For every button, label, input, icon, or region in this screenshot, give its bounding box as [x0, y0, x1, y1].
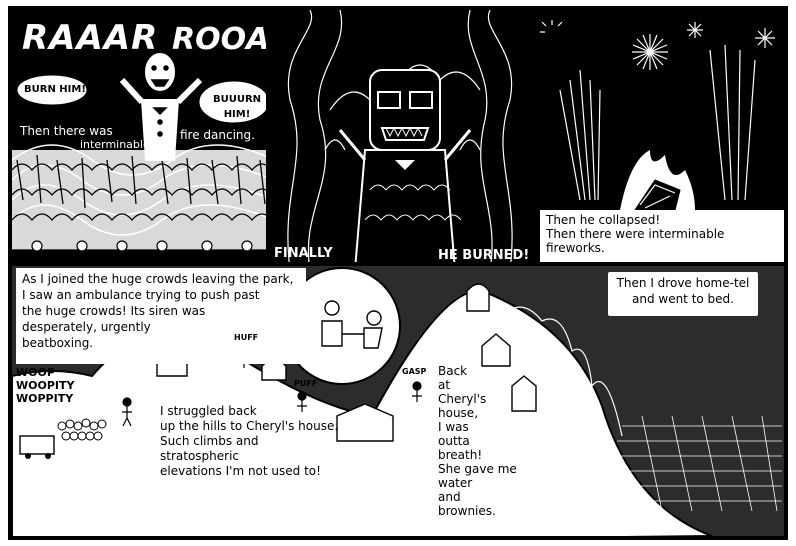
caption-then-there-was: Then there was [20, 124, 113, 138]
caption-finally: FINALLY [274, 246, 333, 261]
speech-bubble-buuurn-him: BUUURN HIM! [212, 94, 262, 120]
burning-figure-drawing [287, 10, 513, 262]
fire-dancing-drawing [12, 53, 266, 252]
sound-effect-raaar: RAAAR [22, 18, 159, 58]
caption-ambulance: As I joined the huge crowds leaving the … [22, 272, 294, 350]
caption-box-collapsed: Then he collapsed! Then there were inter… [540, 210, 784, 262]
panel-fireworks: Then he collapsed! Then there were inter… [536, 6, 788, 266]
sound-effect-gasp: GASP [402, 367, 427, 376]
fireworks-drawing [540, 20, 775, 211]
speech-bubble-burn-him: BURN HIM! [24, 84, 86, 95]
caption-fire-dancing: fire dancing. [180, 128, 255, 142]
caption-box-drove-home: Then I drove home-tel and went to bed. [608, 272, 758, 316]
caption-back-at-cheryls: Back at Cheryl's house, I was outta brea… [438, 364, 517, 518]
caption-interminable: interminable [80, 138, 150, 151]
caption-struggled-back: I struggled back up the hills to Cheryl'… [160, 404, 339, 478]
panel-he-burned: FINALLY HE BURNED! [266, 6, 540, 266]
sound-effect-huff: HUFF [234, 333, 259, 342]
sound-effect-rooar: ROOAR [172, 22, 270, 57]
panel-fire-dancing: RAAAR ROOAR BURN HIM! BUUURN HIM! Then t… [8, 6, 270, 266]
panel-walk-to-cheryls: As I joined the huge crowds leaving the … [8, 262, 788, 540]
caption-he-burned: HE BURNED! [438, 248, 530, 263]
sound-effect-siren: WOOP WOOPITY WOPPITY [16, 366, 75, 405]
caption-drove-home: Then I drove home-tel and went to bed. [616, 276, 750, 306]
caption-collapsed-fireworks: Then he collapsed! Then there were inter… [546, 213, 725, 255]
caption-box-ambulance: As I joined the huge crowds leaving the … [16, 268, 306, 364]
sound-effect-puff: PUFF [294, 379, 318, 388]
